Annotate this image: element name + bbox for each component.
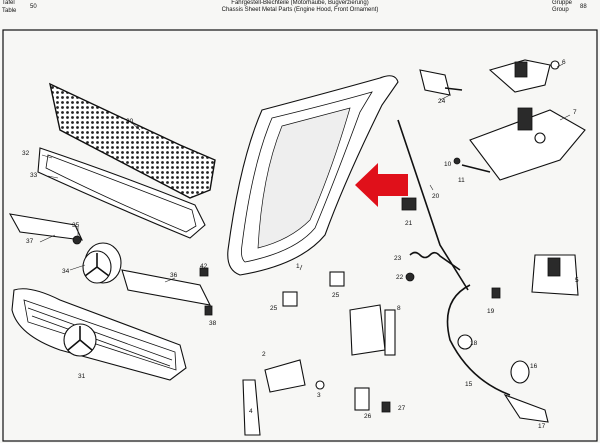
part-release-handle bbox=[503, 393, 549, 423]
callout-2: 2 bbox=[262, 351, 266, 358]
table-number: 50 bbox=[30, 4, 37, 10]
part-bracket-5 bbox=[531, 254, 579, 296]
callout-31: 31 bbox=[78, 373, 86, 380]
leader-lines bbox=[39, 63, 571, 283]
callout-33: 33 bbox=[30, 172, 38, 179]
callout-1: 1 bbox=[296, 263, 300, 270]
table-label-de: Tafel bbox=[2, 0, 15, 6]
part-spring-pin-22 bbox=[405, 272, 415, 282]
callout-21: 21 bbox=[405, 220, 413, 227]
callout-27: 27 bbox=[398, 405, 406, 412]
callout-6: 6 bbox=[562, 59, 566, 66]
callout-7: 7 bbox=[573, 109, 577, 116]
part-latch-hook bbox=[488, 59, 560, 93]
callout-25a: 25 bbox=[270, 305, 278, 312]
group-label-en: Group bbox=[552, 7, 569, 13]
part-front-grille-assembly bbox=[11, 288, 187, 381]
group-label: Gruppe Group 88 bbox=[552, 0, 587, 14]
group-number: 88 bbox=[580, 4, 587, 10]
callout-35: 35 bbox=[72, 222, 80, 229]
part-washer-10 bbox=[453, 157, 461, 165]
part-clip-35 bbox=[72, 235, 82, 245]
callout-20: 20 bbox=[432, 193, 440, 200]
callout-22: 22 bbox=[396, 274, 404, 281]
part-lock-plate bbox=[469, 107, 586, 181]
callout-24: 24 bbox=[438, 98, 446, 105]
part-release-cable bbox=[446, 284, 511, 396]
part-bracket-38 bbox=[204, 305, 213, 316]
callout-5: 5 bbox=[575, 277, 579, 284]
part-hood-latch-bracket bbox=[419, 69, 463, 96]
page-header: Tafel Table 50 Fahrgestell-Blechteile (M… bbox=[0, 0, 600, 30]
part-engine-hood bbox=[227, 75, 399, 276]
part-block-21 bbox=[401, 197, 417, 211]
callout-16: 16 bbox=[530, 363, 538, 370]
callout-26: 26 bbox=[364, 413, 372, 420]
callout-42: 42 bbox=[200, 263, 208, 270]
part-hinge-2 bbox=[264, 359, 325, 393]
part-grommet-16 bbox=[510, 360, 530, 384]
title-de: Fahrgestell-Blechteile (Motorhaube, Bugv… bbox=[231, 0, 369, 6]
part-grille-frame bbox=[37, 147, 206, 239]
part-bracket-4 bbox=[242, 379, 261, 436]
callout-3: 3 bbox=[317, 392, 321, 399]
diagram-frame bbox=[2, 29, 598, 442]
group-label-de: Gruppe bbox=[552, 0, 573, 6]
part-bracket-42 bbox=[199, 267, 209, 277]
callout-34: 34 bbox=[62, 268, 70, 275]
red-pointer-arrow bbox=[355, 163, 408, 207]
callout-19: 19 bbox=[487, 308, 495, 315]
callout-25b: 25 bbox=[332, 292, 340, 299]
callout-labels: 30 32 33 37 35 34 36 42 38 31 1 20 21 23… bbox=[22, 59, 579, 430]
callout-8: 8 bbox=[397, 305, 401, 312]
part-block-25b bbox=[329, 271, 345, 287]
callout-17: 17 bbox=[538, 423, 546, 430]
callout-10: 10 bbox=[444, 161, 452, 168]
part-knob-18 bbox=[457, 334, 473, 350]
part-pin-19 bbox=[491, 287, 501, 299]
callout-18: 18 bbox=[470, 340, 478, 347]
page-title: Fahrgestell-Blechteile (Motorhaube, Bugv… bbox=[190, 0, 410, 14]
part-bolt-11 bbox=[461, 164, 491, 173]
part-hinge-plate bbox=[349, 304, 396, 356]
part-strip-36 bbox=[121, 269, 211, 306]
table-label: Tafel Table 50 bbox=[2, 0, 37, 15]
table-label-en: Table bbox=[2, 7, 17, 14]
part-trim-strip bbox=[8, 213, 83, 241]
part-spring-23 bbox=[409, 251, 461, 271]
callout-15: 15 bbox=[465, 381, 473, 388]
callout-38: 38 bbox=[209, 320, 217, 327]
part-support-rod bbox=[397, 119, 469, 291]
callout-23: 23 bbox=[394, 255, 402, 262]
title-en: Chassis Sheet Metal Parts (Engine Hood, … bbox=[221, 7, 379, 13]
part-grille-mesh bbox=[49, 82, 216, 199]
callout-36: 36 bbox=[170, 272, 178, 279]
part-26 bbox=[354, 387, 370, 411]
part-block-25a bbox=[282, 291, 298, 307]
callout-30: 30 bbox=[126, 118, 134, 125]
callout-32: 32 bbox=[22, 150, 30, 157]
callout-11: 11 bbox=[458, 177, 465, 184]
callout-37: 37 bbox=[26, 238, 34, 245]
callout-4: 4 bbox=[249, 408, 253, 415]
part-27 bbox=[381, 401, 391, 413]
part-star-emblem-ring bbox=[82, 242, 122, 284]
